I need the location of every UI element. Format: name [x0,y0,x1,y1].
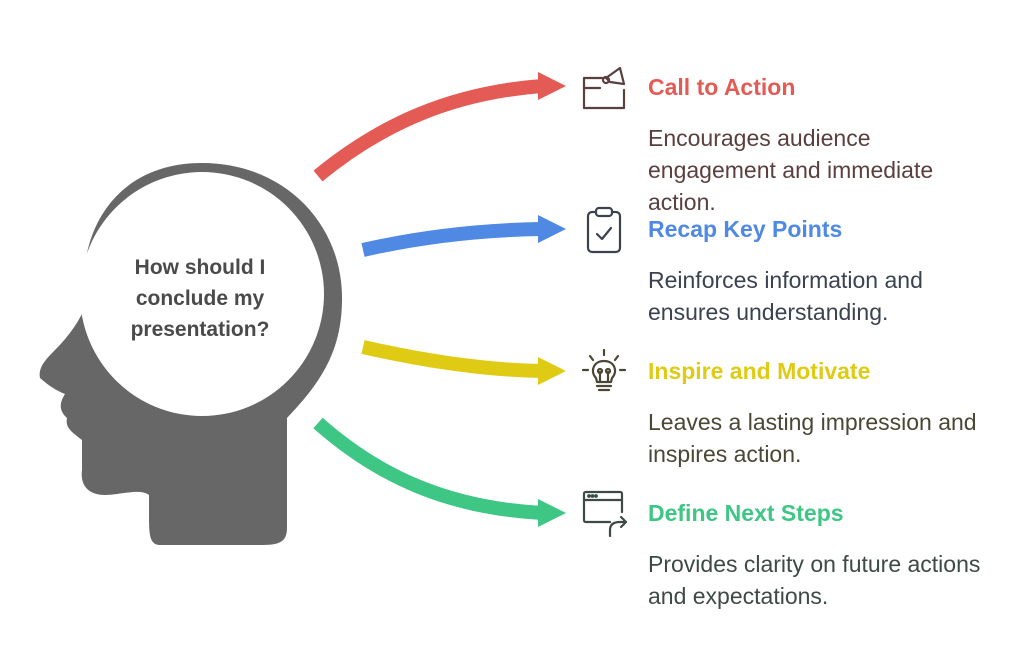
item-title: Recap Key Points [648,216,843,242]
clipboard-check-icon [586,206,622,254]
item-title: Define Next Steps [648,500,844,526]
item-title: Call to Action [648,74,796,100]
lightbulb-icon [581,348,627,392]
item-description: Provides clarity on future actions and e… [648,551,981,609]
center-question: How should I conclude my presentation? [130,256,270,341]
megaphone-board-icon [582,66,626,110]
thought-circle [80,172,324,416]
arrow-recap-key-points [361,215,566,257]
arrow-define-next-steps [313,417,566,527]
item-description: Encourages audience engagement and immed… [648,125,934,215]
browser-redirect-icon [582,490,628,538]
item-description: Reinforces information and ensures under… [648,267,923,325]
item-description: Leaves a lasting impression and inspires… [648,409,977,467]
item-title: Inspire and Motivate [648,358,871,384]
arrow-inspire-and-motivate [361,340,566,385]
arrow-call-to-action [313,72,566,182]
